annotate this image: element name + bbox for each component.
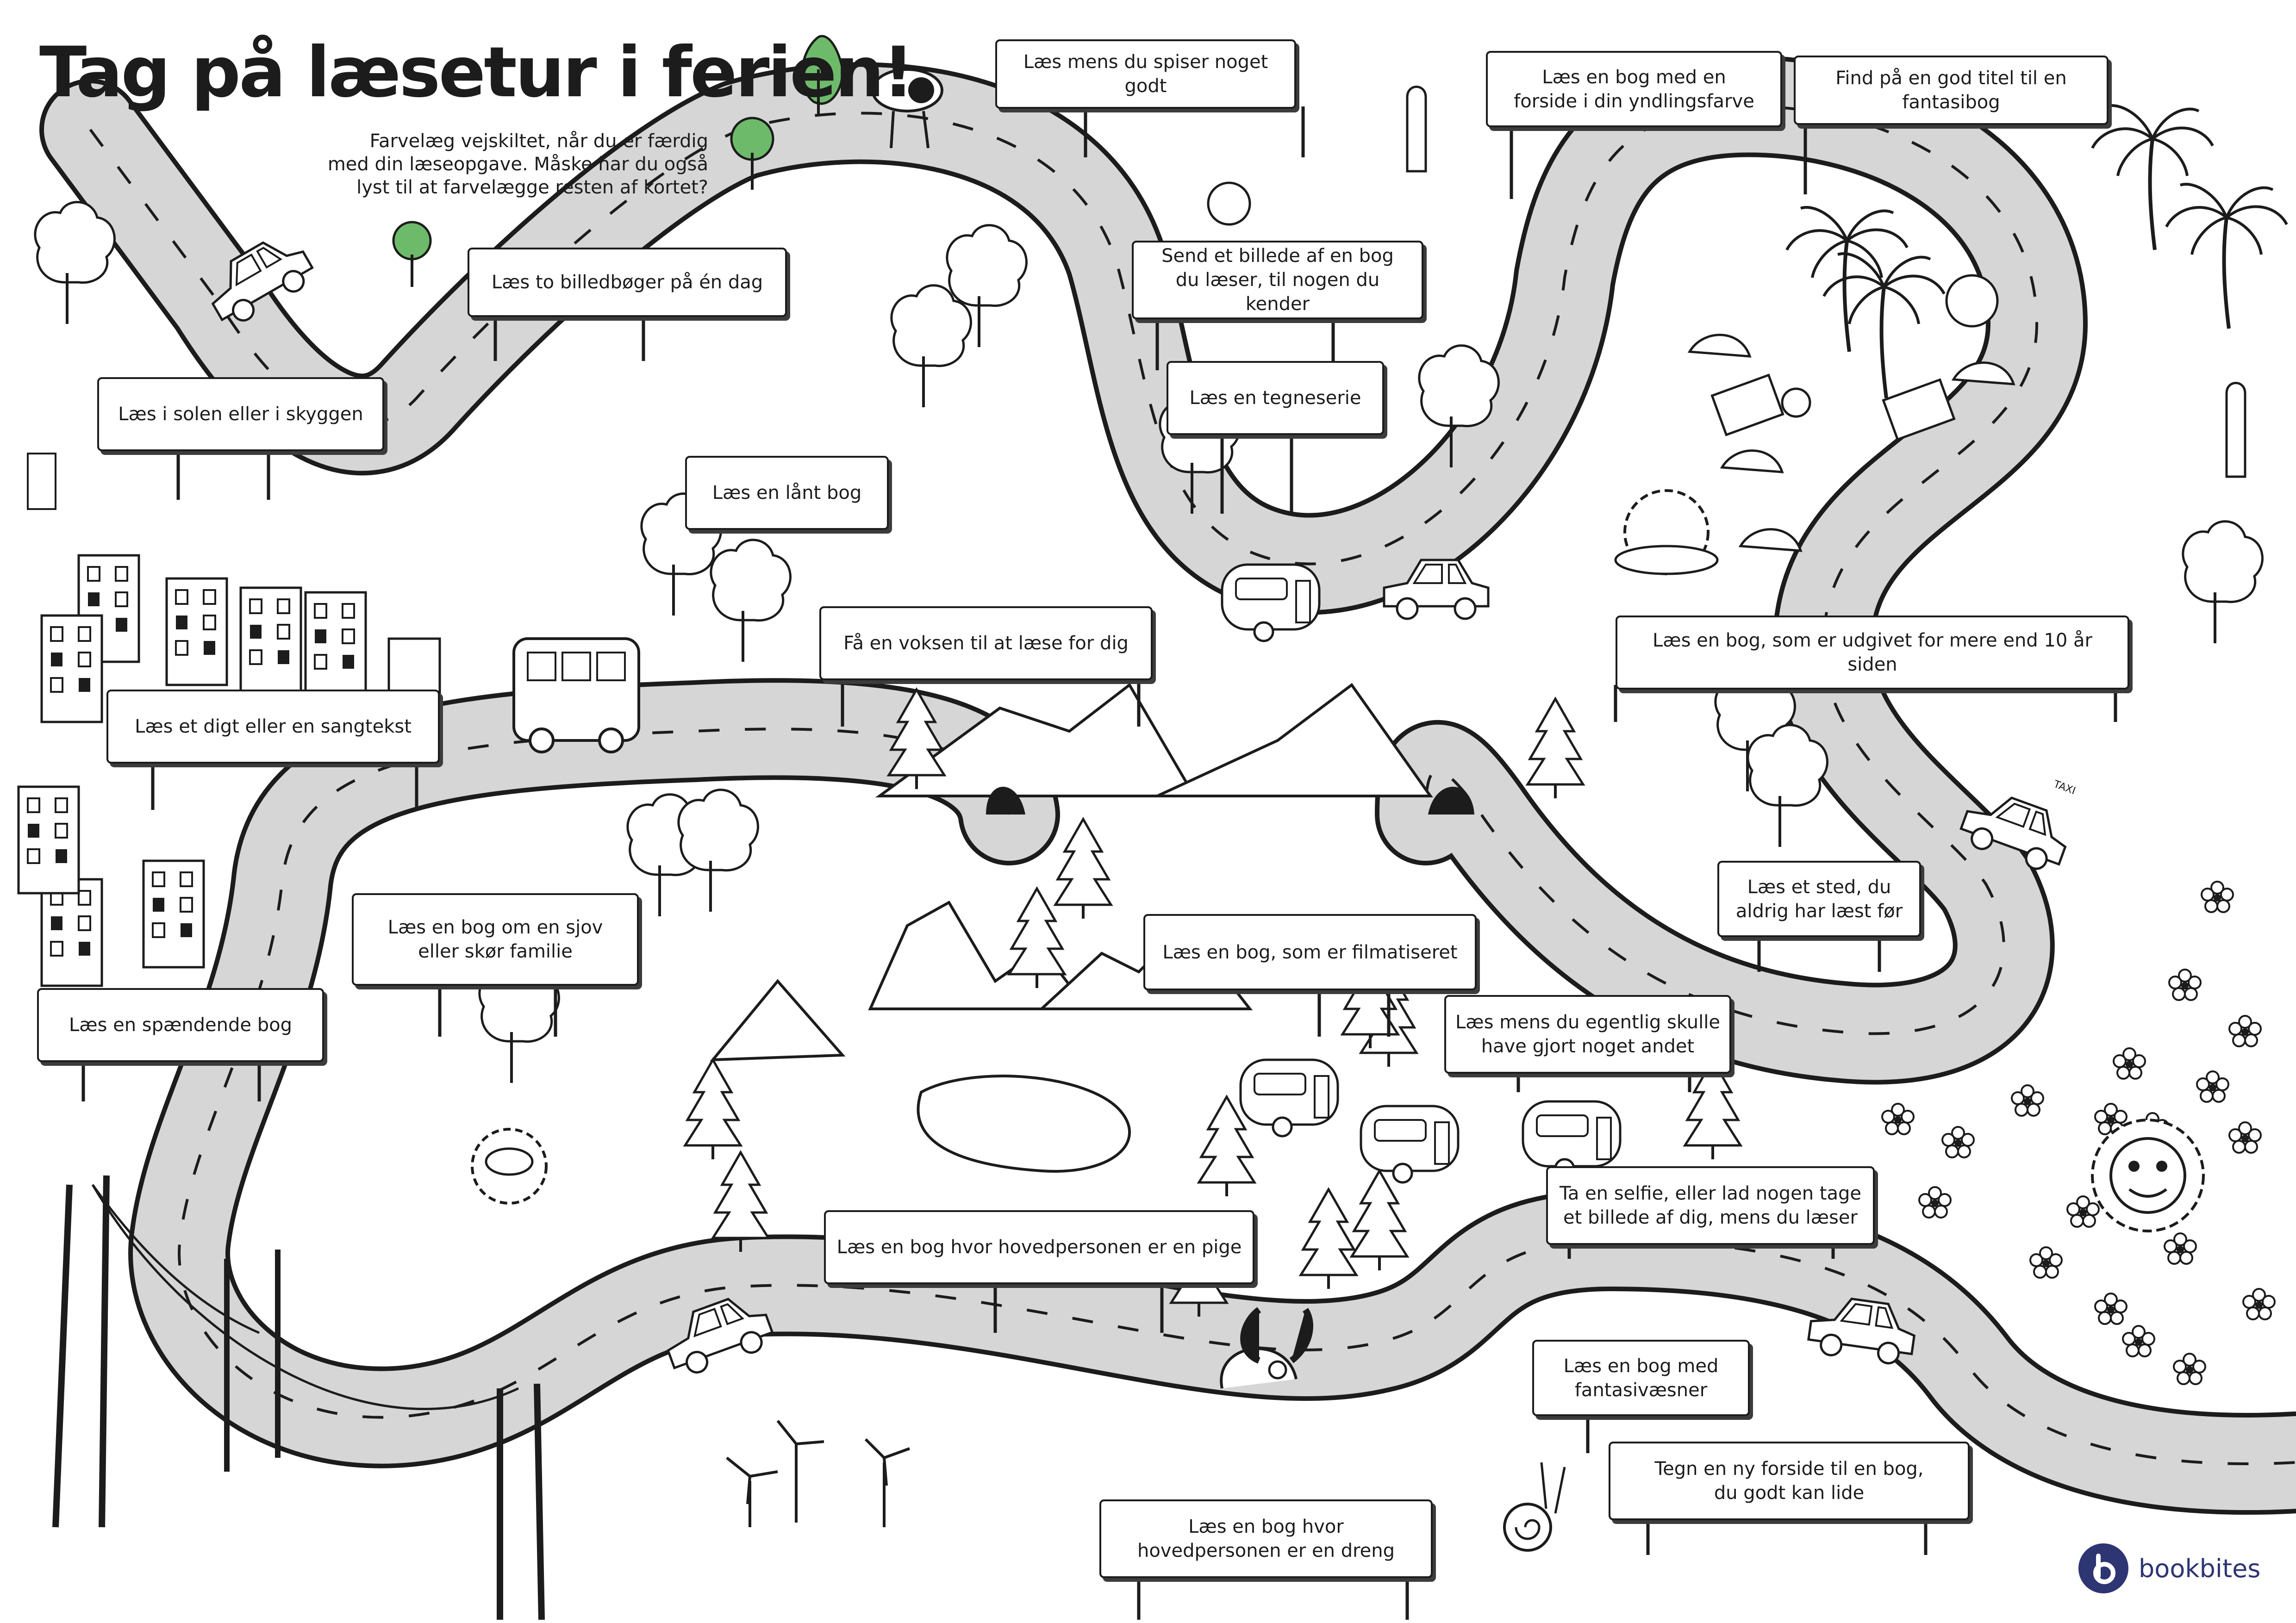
road-sign[interactable]: Læs en tegneserie bbox=[1167, 361, 1384, 435]
road-sign[interactable]: Læs en bog med fantasivæsner bbox=[1532, 1340, 1750, 1416]
intro-text: Farvelæg vejskiltet, når du er færdig me… bbox=[327, 131, 708, 198]
road-sign[interactable]: Læs to billedbøger på én dag bbox=[468, 248, 787, 317]
bookbites-logo-icon bbox=[2078, 1543, 2128, 1593]
sign-label: Ta en selfie, eller lad nogen tage et bi… bbox=[1560, 1183, 1861, 1228]
big-flower-monster bbox=[2091, 1119, 2205, 1232]
fluffy-monster bbox=[1614, 489, 1719, 575]
bridge bbox=[52, 1175, 545, 1620]
sign-label: Læs en tegneserie bbox=[1189, 387, 1361, 409]
snail bbox=[1503, 1462, 1566, 1552]
taxi-sign: TAXI bbox=[2052, 778, 2077, 797]
sign-label: Læs et sted, du aldrig har læst før bbox=[1735, 876, 1903, 922]
sign-label: Læs en bog hvor hovedpersonen er en pige bbox=[836, 1237, 1242, 1258]
road-sign[interactable]: Læs en lånt bog bbox=[685, 456, 889, 530]
sign-label: Læs en spændende bog bbox=[69, 1014, 292, 1036]
road-sign[interactable]: Læs en bog hvor hovedpersonen er en pige bbox=[824, 1210, 1254, 1284]
eye-creature bbox=[871, 68, 943, 149]
sign-label: Læs en bog, som er filmatiseret bbox=[1162, 941, 1458, 963]
bus bbox=[512, 637, 640, 753]
road-sign[interactable]: Læs en spændende bog bbox=[37, 988, 324, 1062]
brand-logo[interactable]: bookbites bbox=[2078, 1543, 2260, 1593]
road-sign[interactable]: Ta en selfie, eller lad nogen tage et bi… bbox=[1546, 1166, 1875, 1245]
road-sign[interactable]: Læs et sted, du aldrig har læst før bbox=[1717, 861, 1921, 937]
road-sign[interactable]: Find på en god titel til en fantasibog bbox=[1794, 56, 2109, 125]
sign-label: Læs mens du egentlig skulle have gjort n… bbox=[1455, 1012, 1720, 1057]
sign-label: Få en voksen til at læse for dig bbox=[843, 633, 1129, 654]
road-sign[interactable]: Tegn en ny forside til en bog, du godt k… bbox=[1609, 1442, 1970, 1520]
road-sign[interactable]: Læs en bog hvor hovedpersonen er en dren… bbox=[1099, 1499, 1433, 1578]
sign-label: Læs i solen eller i skyggen bbox=[118, 404, 363, 425]
sign-label: Læs en bog med en forside i din yndlings… bbox=[1514, 66, 1754, 112]
sign-label: Læs en bog, som er udgivet for mere end … bbox=[1653, 630, 2092, 675]
lake bbox=[917, 1075, 1131, 1173]
sign-label: Send et billede af en bog du læser, til … bbox=[1161, 245, 1394, 315]
beach bbox=[1687, 106, 2287, 552]
wind-turbines bbox=[726, 1420, 911, 1527]
horned-monster bbox=[1220, 1307, 1313, 1389]
road-sign[interactable]: Læs i solen eller i skyggen bbox=[97, 377, 384, 451]
sign-label: Læs en lånt bog bbox=[712, 482, 862, 504]
road-sign[interactable]: Læs mens du spiser noget godt bbox=[995, 39, 1296, 109]
sign-label: Læs mens du spiser noget godt bbox=[1023, 51, 1268, 97]
road-sign[interactable]: Læs en bog, som er udgivet for mere end … bbox=[1616, 616, 2129, 690]
sign-label: Tegn en ny forside til en bog, du godt k… bbox=[1654, 1458, 1924, 1504]
sign-label: Læs en bog hvor hovedpersonen er en dren… bbox=[1137, 1516, 1395, 1561]
brand-name: bookbites bbox=[2139, 1554, 2261, 1583]
tunnel-right bbox=[1428, 787, 1474, 815]
page-title: Tag på læsetur i ferien! bbox=[39, 32, 914, 113]
tent bbox=[710, 979, 846, 1062]
road-sign[interactable]: Få en voksen til at læse for dig bbox=[819, 606, 1153, 680]
snorkel-monster bbox=[471, 1128, 548, 1205]
road-sign[interactable]: Send et billede af en bog du læser, til … bbox=[1132, 241, 1423, 319]
tunnel-left bbox=[986, 787, 1025, 815]
sign-label: Læs en bog om en sjov eller skør familie bbox=[387, 917, 603, 962]
sign-label: Læs to billedbøger på én dag bbox=[491, 272, 763, 293]
road-sign[interactable]: Læs en bog med en forside i din yndlings… bbox=[1486, 51, 1782, 127]
green-trees bbox=[392, 35, 844, 287]
sign-label: Læs et digt eller en sangtekst bbox=[135, 716, 412, 737]
road-sign[interactable]: Læs et digt eller en sangtekst bbox=[106, 690, 440, 764]
road-sign[interactable]: Læs en bog, som er filmatiseret bbox=[1143, 914, 1477, 990]
road-sign[interactable]: Læs mens du egentlig skulle have gjort n… bbox=[1444, 995, 1731, 1074]
cacti bbox=[1207, 86, 2246, 478]
road-sign[interactable]: Læs en bog om en sjov eller skør familie bbox=[352, 893, 639, 986]
sign-label: Find på en god titel til en fantasibog bbox=[1835, 68, 2067, 113]
sign-label: Læs en bog med fantasivæsner bbox=[1563, 1355, 1719, 1401]
